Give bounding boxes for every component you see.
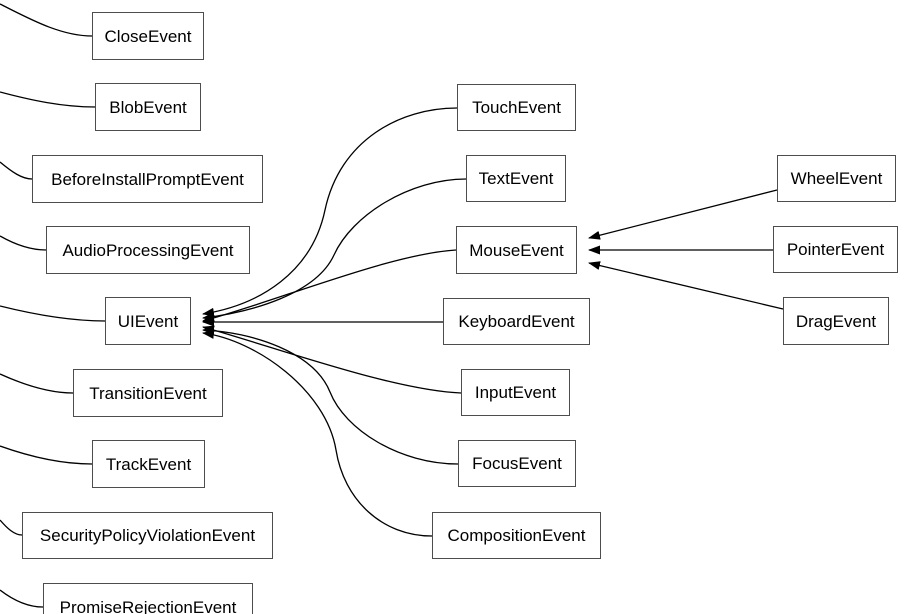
node-label: DragEvent: [795, 311, 877, 331]
node-label: BlobEvent: [109, 97, 187, 117]
edge-compositionevent-to-uievent: [202, 329, 433, 537]
edge-closeevent-to-event: [0, 3, 93, 37]
edge-focusevent-to-uievent: [202, 325, 459, 465]
node-label: PointerEvent: [786, 240, 885, 259]
edge-transitionevent-to-event: [0, 373, 74, 394]
node-closeevent[interactable]: CloseEvent: [92, 12, 204, 60]
edge-promiserejectionevent-to-event: [0, 589, 44, 608]
node-label: TextEvent: [478, 169, 554, 188]
node-promiserejectionevent[interactable]: PromiseRejectionEvent: [43, 583, 253, 614]
node-inputevent[interactable]: InputEvent: [461, 369, 570, 416]
edge-wheelevent-to-mouseevent: [588, 189, 778, 240]
node-securitypolicyviolationevent[interactable]: SecurityPolicyViolationEvent: [22, 512, 273, 559]
node-trackevent[interactable]: TrackEvent: [92, 440, 205, 488]
edge-audioprocessingevent-to-event: [0, 235, 47, 251]
node-label: AudioProcessingEvent: [62, 240, 234, 260]
node-label: SecurityPolicyViolationEvent: [39, 526, 256, 545]
edge-beforeinstallpromptevent-to-event: [0, 161, 33, 180]
node-label: TransitionEvent: [89, 383, 207, 403]
node-focusevent[interactable]: FocusEvent: [458, 440, 576, 487]
node-label: CompositionEvent: [447, 526, 586, 545]
node-keyboardevent[interactable]: KeyboardEvent: [443, 298, 590, 345]
node-compositionevent[interactable]: CompositionEvent: [432, 512, 601, 559]
edge-dragevent-to-mouseevent: [588, 261, 784, 310]
edge-inputevent-to-uievent: [202, 325, 462, 394]
node-label: BeforeInstallPromptEvent: [51, 169, 244, 189]
node-dragevent[interactable]: DragEvent: [783, 297, 889, 345]
node-wheelevent[interactable]: WheelEvent: [777, 155, 896, 202]
edge-trackevent-to-event: [0, 445, 93, 465]
edge-touchevent-to-uievent: [202, 107, 458, 317]
node-blobevent[interactable]: BlobEvent: [95, 83, 201, 131]
node-label: TrackEvent: [105, 454, 192, 474]
edge-blobevent-to-event: [0, 91, 96, 108]
node-beforeinstallpromptevent[interactable]: BeforeInstallPromptEvent: [32, 155, 263, 203]
node-touchevent[interactable]: TouchEvent: [457, 84, 576, 131]
node-textevent[interactable]: TextEvent: [466, 155, 566, 202]
node-label: PromiseRejectionEvent: [59, 597, 237, 614]
node-audioprocessingevent[interactable]: AudioProcessingEvent: [46, 226, 250, 274]
node-label: UIEvent: [117, 311, 179, 331]
node-uievent[interactable]: UIEvent: [105, 297, 191, 345]
node-label: KeyboardEvent: [458, 312, 575, 331]
node-label: TouchEvent: [472, 98, 561, 117]
edge-securitypolicyviolationevent-to-event: [0, 519, 23, 536]
edge-uievent-to-event: [0, 305, 106, 322]
node-mouseevent[interactable]: MouseEvent: [456, 226, 577, 274]
node-pointerevent[interactable]: PointerEvent: [773, 226, 898, 273]
node-label: CloseEvent: [104, 26, 192, 46]
node-label: MouseEvent: [469, 240, 564, 260]
node-label: FocusEvent: [472, 454, 562, 473]
node-label: InputEvent: [474, 383, 557, 402]
node-transitionevent[interactable]: TransitionEvent: [73, 369, 223, 417]
node-label: WheelEvent: [790, 169, 883, 188]
